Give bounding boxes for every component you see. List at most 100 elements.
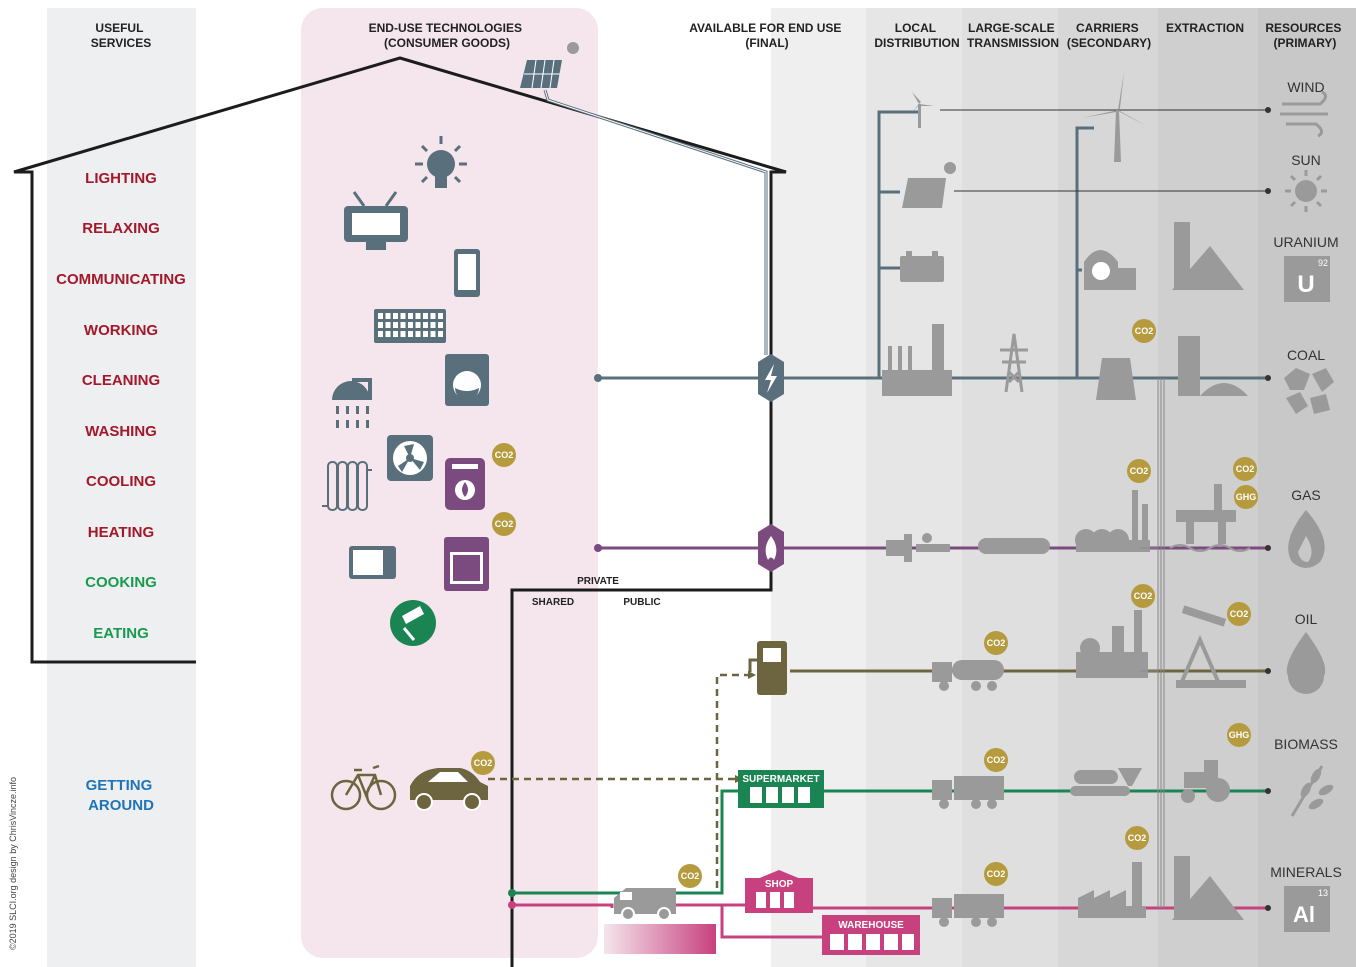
carrier-vertical-lines — [1140, 378, 1165, 908]
nuclear-plant-icon — [1084, 250, 1136, 290]
co2-badge — [471, 751, 495, 775]
carriers-band — [1058, 8, 1158, 967]
co2-badge-label: CO2 — [1236, 464, 1255, 474]
small-wind-turbine-icon — [910, 92, 934, 128]
co2-badge-label: CO2 — [1128, 833, 1147, 843]
keyboard-icon — [374, 309, 446, 343]
shop-icon: SHOP — [745, 870, 813, 913]
uranium-element-icon: U 92 — [1284, 256, 1330, 302]
transmission-pylon-icon — [1000, 333, 1028, 393]
service-relaxing: RELAXING — [82, 220, 160, 237]
coal-icon — [1284, 368, 1334, 414]
header-resources: RESOURCES (PRIMARY) — [1265, 21, 1344, 50]
resource-uranium: URANIUM — [1273, 234, 1338, 250]
co2-badge-label: CO2 — [1134, 591, 1153, 601]
offshore-rig-icon — [1169, 484, 1251, 552]
services-band — [47, 8, 196, 967]
radiator-icon — [322, 461, 372, 511]
gas-pipeline-icon — [978, 538, 1050, 554]
oil-refinery-icon — [1076, 610, 1148, 678]
biomass-icon — [1290, 765, 1334, 817]
coal-plant-icon — [1096, 358, 1136, 400]
truck-goods-icon — [932, 894, 1004, 927]
resource-oil: OIL — [1295, 611, 1318, 627]
substation-icon — [882, 324, 952, 396]
service-cooling: COOLING — [86, 473, 156, 490]
goods-line — [512, 903, 1268, 939]
co2-badge — [1131, 584, 1155, 608]
co2-badge — [1227, 602, 1251, 626]
service-cleaning: CLEANING — [82, 372, 160, 389]
private-label: PRIVATE — [577, 576, 619, 587]
tractor-icon — [1181, 760, 1230, 803]
resource-wind: WIND — [1287, 79, 1324, 95]
oil-pump-icon — [1176, 605, 1246, 688]
gas-stove-icon — [444, 537, 489, 591]
svg-text:WAREHOUSE: WAREHOUSE — [838, 920, 904, 931]
resource-gas: GAS — [1291, 487, 1321, 503]
credit-text: ©2019 SLCI.org design by ChrisVincze.inf… — [8, 777, 18, 950]
svg-text:92: 92 — [1318, 258, 1328, 268]
co2-badge-label: CO2 — [987, 755, 1006, 765]
truck-icon — [932, 776, 1004, 809]
gas-boiler-icon — [445, 458, 485, 510]
co2-badge-label: CO2 — [987, 638, 1006, 648]
food-processing-icon — [1070, 768, 1142, 796]
co2-badge-label: CO2 — [1230, 609, 1249, 619]
aluminium-element-icon: Al 13 — [1284, 886, 1330, 932]
battery-icon — [900, 251, 944, 282]
service-communicating: COMMUNICATING — [56, 271, 186, 288]
header-extraction: EXTRACTION — [1166, 21, 1244, 35]
svg-text:Al: Al — [1293, 902, 1315, 927]
washing-machine-icon — [445, 354, 489, 406]
co2-badge — [1125, 826, 1149, 850]
gas-refinery-icon — [1075, 490, 1150, 552]
resources-list: WIND SUN URANIUM COAL GAS OIL BIOMASS MINERALS — [1270, 79, 1342, 880]
ghg-badge — [1227, 723, 1251, 747]
resource-sun: SUN — [1291, 152, 1321, 168]
header-end-use-technologies: END-USE TECHNOLOGIES (CONSUMER GOODS) — [369, 21, 526, 50]
available-band — [771, 8, 866, 967]
sun-icon — [1285, 170, 1327, 212]
co2-badge-label: CO2 — [1130, 466, 1149, 476]
co2-badge — [678, 864, 702, 888]
supermarket-icon: SUPERMARKET — [738, 770, 824, 808]
header-local-distribution: LOCAL DISTRIBUTION — [874, 21, 959, 50]
light-bulb-icon — [415, 136, 467, 188]
ghg-badge — [1234, 485, 1258, 509]
rooftop-solar-icon — [520, 42, 579, 89]
car-fuel-dashed-line — [488, 673, 748, 888]
goods-gradient-bar — [604, 924, 716, 954]
co2-badge-label: CO2 — [681, 871, 700, 881]
fuel-pump-icon — [748, 641, 787, 695]
service-eating: EATING — [93, 625, 149, 642]
co2-badge-label: CO2 — [474, 758, 493, 768]
header-available-for-end-use: AVAILABLE FOR END USE (FINAL) — [689, 21, 845, 50]
co2-badge — [984, 631, 1008, 655]
resource-coal: COAL — [1287, 347, 1325, 363]
svg-text:SHOP: SHOP — [765, 879, 794, 890]
fan-icon — [387, 435, 433, 481]
electric-bus — [877, 110, 920, 378]
shower-icon — [332, 378, 372, 428]
services-list: LIGHTINGRELAXINGCOMMUNICATINGWORKINGCLEA… — [56, 170, 186, 642]
co2-badge — [1127, 459, 1151, 483]
service-heating: HEATING — [88, 524, 154, 541]
co2-badge — [1132, 319, 1156, 343]
resource-biomass: BIOMASS — [1274, 736, 1338, 752]
co2-badge-label: CO2 — [987, 869, 1006, 879]
oil-drop-icon — [1286, 632, 1326, 694]
resource-minerals: MINERALS — [1270, 864, 1342, 880]
gas-flame-icon — [1288, 510, 1325, 568]
food-line — [512, 789, 1268, 895]
co2-badge-label: CO2 — [495, 519, 514, 529]
header-useful-services: USEFUL SERVICES — [91, 21, 151, 50]
service-washing: WASHING — [85, 423, 157, 440]
service-getting-around: GETTING AROUND — [86, 777, 157, 814]
uranium-mine-icon — [1172, 222, 1244, 290]
co2-badge — [492, 443, 516, 467]
gas-valve-icon — [886, 533, 950, 562]
bicycle-icon — [330, 764, 397, 811]
